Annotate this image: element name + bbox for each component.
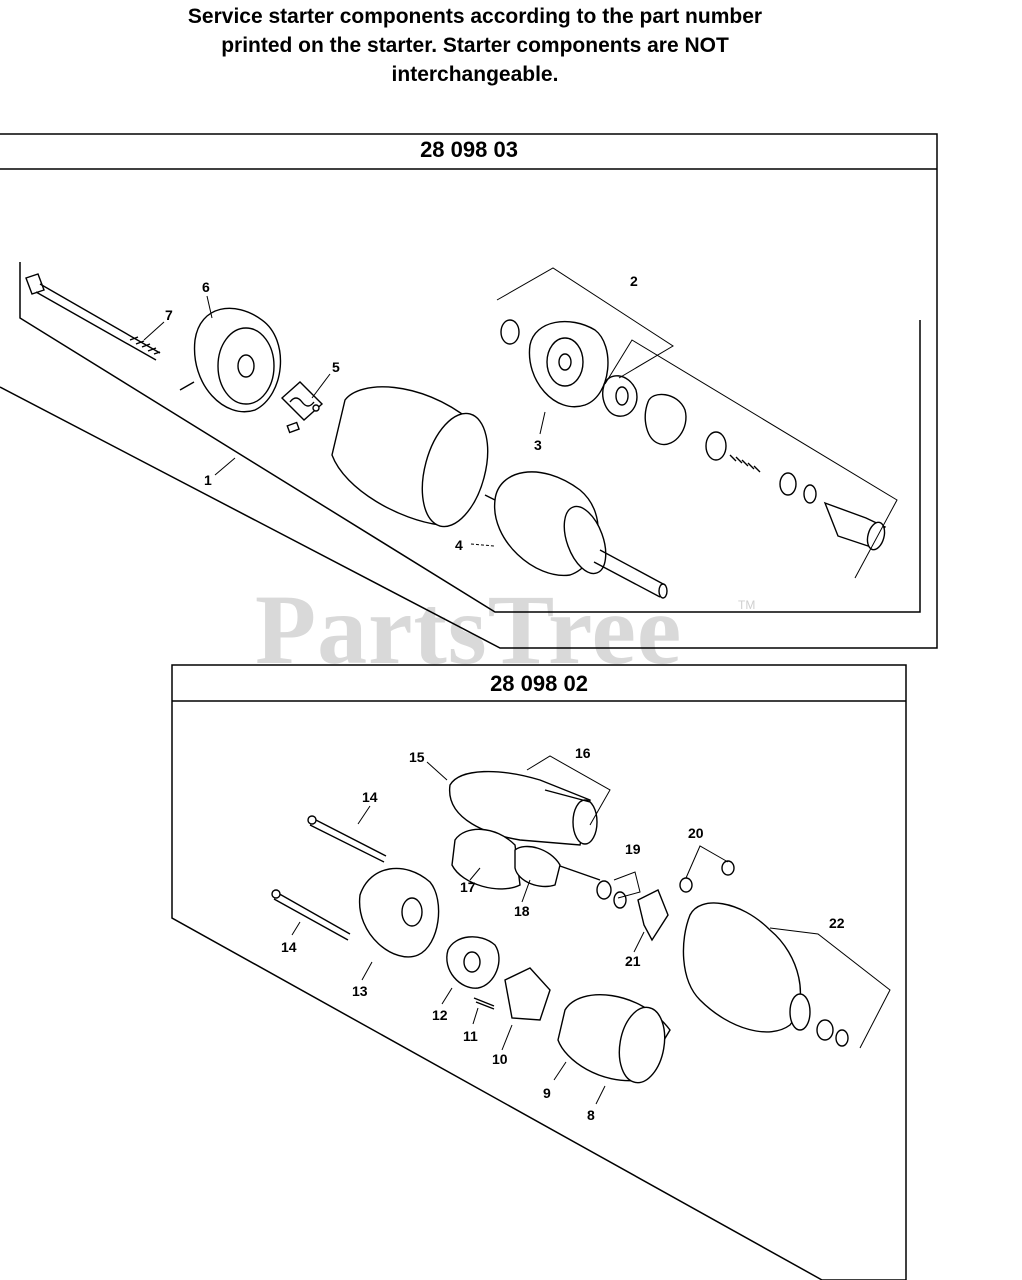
callout-14-bottom: 14 (281, 939, 297, 955)
bracket-22 (769, 927, 891, 1049)
callout-3: 3 (534, 437, 542, 453)
callout-10: 10 (492, 1051, 508, 1067)
panel-28-098-03-frame (0, 133, 938, 649)
callout-2: 2 (630, 273, 638, 289)
leader-4 (470, 543, 495, 547)
leader-7 (143, 321, 165, 341)
part-6-end-cap (179, 307, 282, 413)
part-11-spring (473, 997, 495, 1010)
part-1-frame-housing (331, 386, 489, 528)
service-note-line-1: Service starter components according to … (187, 5, 763, 28)
callout-5: 5 (332, 359, 340, 375)
callout-17: 17 (460, 879, 476, 895)
part-5-brush-springs (280, 381, 324, 434)
leader-5 (311, 373, 331, 399)
part-12-brush-plate (446, 936, 500, 989)
leader-15 (426, 761, 448, 781)
leader-6 (206, 295, 213, 319)
callout-12: 12 (432, 1007, 448, 1023)
leader-17 (469, 867, 481, 881)
callout-4: 4 (455, 537, 463, 553)
callout-20: 20 (688, 825, 704, 841)
bracket-20 (685, 845, 729, 879)
leader-21 (633, 931, 645, 953)
part-20-plugs (679, 860, 735, 893)
panel-title-28-098-03: 28 098 03 (420, 137, 518, 162)
part-4-armature (484, 471, 668, 599)
callout-15: 15 (409, 749, 425, 765)
leader-3 (539, 411, 546, 435)
callout-11: 11 (463, 1028, 478, 1044)
part-13-end-cap (359, 867, 440, 958)
part-22-drive-housing (682, 902, 849, 1047)
part-3-drive-housing (500, 319, 609, 408)
leader-18 (521, 879, 531, 903)
callout-13: 13 (352, 983, 368, 999)
leader-14a (357, 805, 371, 825)
callout-16: 16 (575, 745, 591, 761)
part-10-brush-holder (504, 967, 551, 1021)
callout-6: 6 (202, 279, 210, 295)
callout-14-top: 14 (362, 789, 378, 805)
leader-12 (441, 987, 453, 1005)
leader-10 (501, 1024, 513, 1051)
leader-13 (361, 961, 373, 981)
bracket-2-lower (604, 339, 898, 579)
part-7-through-bolt (25, 273, 161, 361)
bracket-2 (496, 267, 674, 379)
part-14-bolts (271, 815, 387, 941)
bracket-16 (526, 755, 611, 826)
callout-7: 7 (165, 307, 173, 323)
parts-tree-watermark: PartsTree (255, 574, 683, 685)
callout-9: 9 (543, 1085, 551, 1101)
callout-8: 8 (587, 1107, 595, 1123)
bracket-19 (613, 871, 641, 899)
panel-title-28-098-02: 28 098 02 (490, 671, 588, 696)
service-note: Service starter components according to … (100, 2, 850, 89)
callout-19: 19 (625, 841, 641, 857)
leader-11 (472, 1007, 479, 1025)
leader-14b (291, 921, 301, 936)
leader-8 (595, 1085, 606, 1105)
part-17-armature (451, 828, 521, 890)
callout-18: 18 (514, 903, 530, 919)
panel-28-098-02-frame (171, 664, 907, 1280)
part-15-16-solenoid (449, 770, 598, 846)
leader-9 (553, 1061, 567, 1081)
service-note-line-3: interchangeable. (391, 63, 559, 86)
trademark-mark: TM (738, 598, 756, 612)
callout-1: 1 (204, 472, 212, 488)
part-18-19-drive (514, 845, 627, 909)
leader-1 (214, 457, 236, 476)
part-2-drive-assembly (602, 375, 887, 551)
callout-22: 22 (829, 915, 845, 931)
service-note-line-2: printed on the starter. Starter componen… (221, 34, 729, 57)
part-8-frame-housing (557, 994, 671, 1084)
callout-21: 21 (625, 953, 641, 969)
part-21-lever (637, 889, 669, 942)
